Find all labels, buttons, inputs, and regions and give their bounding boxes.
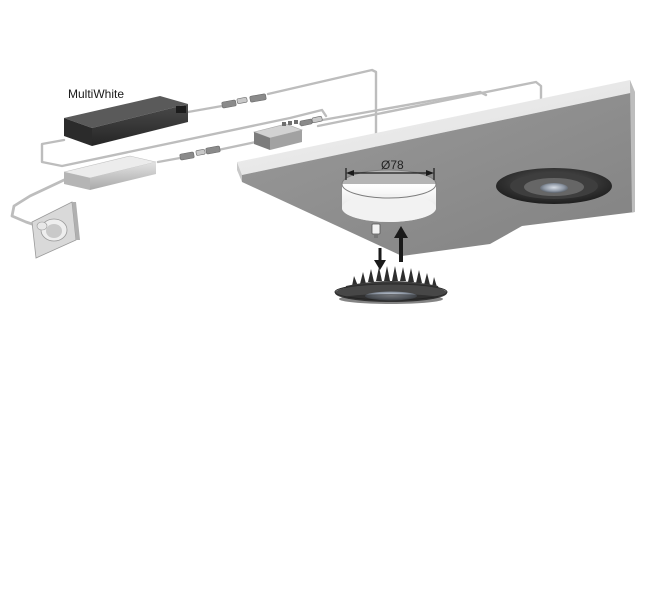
cable-ldriver-out [156,156,182,164]
distributor-box-icon [252,120,304,150]
spotlight-connector [371,223,381,238]
connector-6 [205,145,221,155]
cable-driver-out [186,104,224,114]
dimension-line [345,168,435,180]
arrow-down [374,260,386,270]
connectors [179,93,323,161]
driver-box-icon [64,96,188,146]
power-supply-icon [63,155,157,190]
connector-4 [179,151,195,161]
connector-2 [236,97,248,104]
arrow-up [394,226,408,238]
cable-distributor-2 [298,90,488,126]
connector-7 [299,118,313,127]
cable-ldriver-to-dist [216,140,258,152]
ceiling-underside [242,92,635,256]
connector-3 [249,93,267,103]
wall-socket-icon [31,201,80,259]
cable-mains [10,178,66,228]
ceiling-panel [237,80,635,256]
installed-spotlight-icon [496,168,612,204]
cutout-hole [341,169,437,222]
cable-distributor-out [316,80,543,128]
connector-1 [221,99,237,109]
connector-5 [195,149,206,156]
ceiling-top-surface [237,80,635,175]
cutout-dimension-label: Ø78 [381,158,404,172]
connector-8 [311,115,323,123]
cable-driver-loop [40,108,328,168]
driver-label: MultiWhite [68,87,125,101]
arrow-icon [374,226,408,270]
recessed-spotlight-icon [334,266,448,304]
